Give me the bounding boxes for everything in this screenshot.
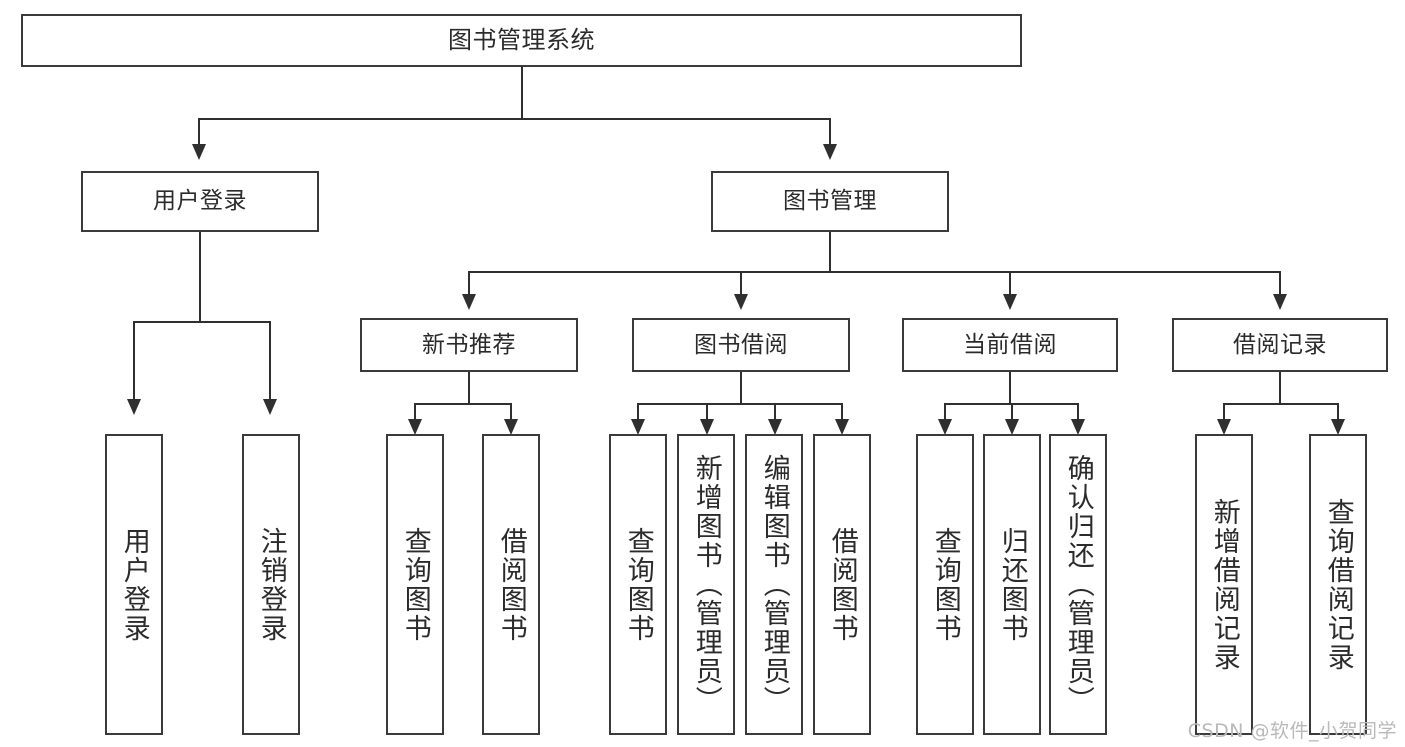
arrow-userlogin-leaf-2: [263, 399, 277, 415]
arrow-root-to-userlogin: [192, 144, 206, 160]
leaf-label: 查询图书: [399, 526, 431, 643]
arrow-newbook-leaf-1: [408, 419, 422, 435]
connector-bookmgmt-drop-4: [1279, 271, 1281, 296]
connector-newbook-drop-1: [414, 403, 416, 421]
connector-root-to-userlogin: [198, 118, 200, 146]
connector-userlogin-drop-2: [269, 321, 271, 401]
node-label: 当前借阅: [963, 331, 1057, 358]
leaf-bookborrow-edit-book[interactable]: 编辑图书（管理员）: [745, 434, 803, 735]
arrow-currentborrow-leaf-2: [1005, 419, 1019, 435]
connector-borrowrecord-stem: [1279, 372, 1281, 404]
connector-userlogin-stem: [199, 232, 201, 322]
leaf-label: 借阅图书: [826, 526, 858, 643]
arrow-newbook-leaf-2: [504, 419, 518, 435]
node-new-book-recommend[interactable]: 新书推荐: [360, 318, 578, 372]
leaf-label: 查询图书: [929, 526, 961, 643]
connector-newbook-stem: [468, 372, 470, 404]
connector-bookborrow-drop-1: [637, 403, 639, 421]
leaf-label: 新增图书（管理员）: [690, 454, 722, 715]
arrow-currentborrow-leaf-1: [938, 419, 952, 435]
node-label: 图书借阅: [694, 331, 788, 358]
node-root-system[interactable]: 图书管理系统: [21, 14, 1022, 67]
arrow-borrowrecord-leaf-2: [1331, 419, 1345, 435]
node-book-management[interactable]: 图书管理: [711, 171, 949, 232]
leaf-label: 借阅图书: [495, 526, 527, 643]
leaf-label: 确认归还（管理员）: [1062, 454, 1094, 715]
node-label: 新书推荐: [422, 331, 516, 358]
connector-root-stem: [521, 67, 523, 119]
arrow-currentborrow-leaf-3: [1071, 419, 1085, 435]
leaf-label: 查询借阅记录: [1322, 497, 1354, 672]
leaf-label: 编辑图书（管理员）: [758, 454, 790, 715]
leaf-bookborrow-add-book[interactable]: 新增图书（管理员）: [677, 434, 735, 735]
leaf-currentborrow-return-book[interactable]: 归还图书: [983, 434, 1041, 735]
connector-bookborrow-drop-3: [774, 403, 776, 421]
connector-bookborrow-drop-2: [706, 403, 708, 421]
leaf-borrowrecord-query-record[interactable]: 查询借阅记录: [1309, 434, 1367, 735]
node-label: 用户登录: [153, 188, 247, 215]
connector-bookmgmt-bus: [468, 271, 1280, 273]
arrow-borrowrecord-leaf-1: [1217, 419, 1231, 435]
arrow-bookborrow-leaf-4: [835, 419, 849, 435]
connector-bookborrow-bus: [637, 403, 843, 405]
connector-userlogin-drop-1: [133, 321, 135, 401]
arrow-bookborrow-leaf-1: [631, 419, 645, 435]
connector-borrowrecord-drop-1: [1223, 403, 1225, 421]
connector-bookborrow-drop-4: [841, 403, 843, 421]
connector-borrowrecord-bus: [1223, 403, 1339, 405]
connector-currentborrow-drop-2: [1011, 403, 1013, 421]
connector-newbook-bus: [414, 403, 512, 405]
connector-root-bus: [198, 118, 831, 120]
arrow-bookmgmt-child-1: [462, 294, 476, 310]
connector-bookmgmt-drop-1: [468, 271, 470, 296]
connector-bookborrow-stem: [740, 372, 742, 404]
leaf-newbook-borrow-book[interactable]: 借阅图书: [482, 434, 540, 735]
arrow-bookborrow-leaf-3: [768, 419, 782, 435]
connector-bookmgmt-stem: [829, 232, 831, 272]
connector-root-to-bookmgmt: [829, 118, 831, 146]
arrow-bookmgmt-child-4: [1273, 294, 1287, 310]
leaf-bookborrow-query-book[interactable]: 查询图书: [609, 434, 667, 735]
leaf-newbook-query-book[interactable]: 查询图书: [386, 434, 444, 735]
node-user-login[interactable]: 用户登录: [81, 171, 319, 232]
arrow-userlogin-leaf-1: [127, 399, 141, 415]
connector-currentborrow-stem: [1009, 372, 1011, 404]
node-label: 借阅记录: [1233, 331, 1327, 358]
arrow-root-to-bookmgmt: [823, 144, 837, 160]
node-book-borrow[interactable]: 图书借阅: [632, 318, 850, 372]
connector-currentborrow-drop-3: [1077, 403, 1079, 421]
arrow-bookborrow-leaf-2: [700, 419, 714, 435]
arrow-bookmgmt-child-2: [734, 294, 748, 310]
node-label: 图书管理: [783, 188, 877, 215]
leaf-bookborrow-borrow-book[interactable]: 借阅图书: [813, 434, 871, 735]
leaf-label: 新增借阅记录: [1208, 497, 1240, 672]
leaf-currentborrow-confirm-return[interactable]: 确认归还（管理员）: [1049, 434, 1107, 735]
connector-currentborrow-drop-1: [944, 403, 946, 421]
leaf-label: 用户登录: [118, 526, 150, 643]
leaf-user-login-logout[interactable]: 注销登录: [242, 434, 300, 735]
connector-bookmgmt-drop-2: [740, 271, 742, 296]
leaf-user-login-login[interactable]: 用户登录: [105, 434, 163, 735]
arrow-bookmgmt-child-3: [1003, 294, 1017, 310]
node-label: 图书管理系统: [448, 25, 595, 54]
node-current-borrow[interactable]: 当前借阅: [902, 318, 1118, 372]
connector-borrowrecord-drop-2: [1337, 403, 1339, 421]
connector-newbook-drop-2: [510, 403, 512, 421]
connector-userlogin-bus: [133, 321, 271, 323]
leaf-label: 归还图书: [996, 526, 1028, 643]
connector-bookmgmt-drop-3: [1009, 271, 1011, 296]
leaf-borrowrecord-add-record[interactable]: 新增借阅记录: [1195, 434, 1253, 735]
node-borrow-record[interactable]: 借阅记录: [1172, 318, 1388, 372]
leaf-label: 注销登录: [255, 526, 287, 643]
leaf-label: 查询图书: [622, 526, 654, 643]
leaf-currentborrow-query-book[interactable]: 查询图书: [916, 434, 974, 735]
